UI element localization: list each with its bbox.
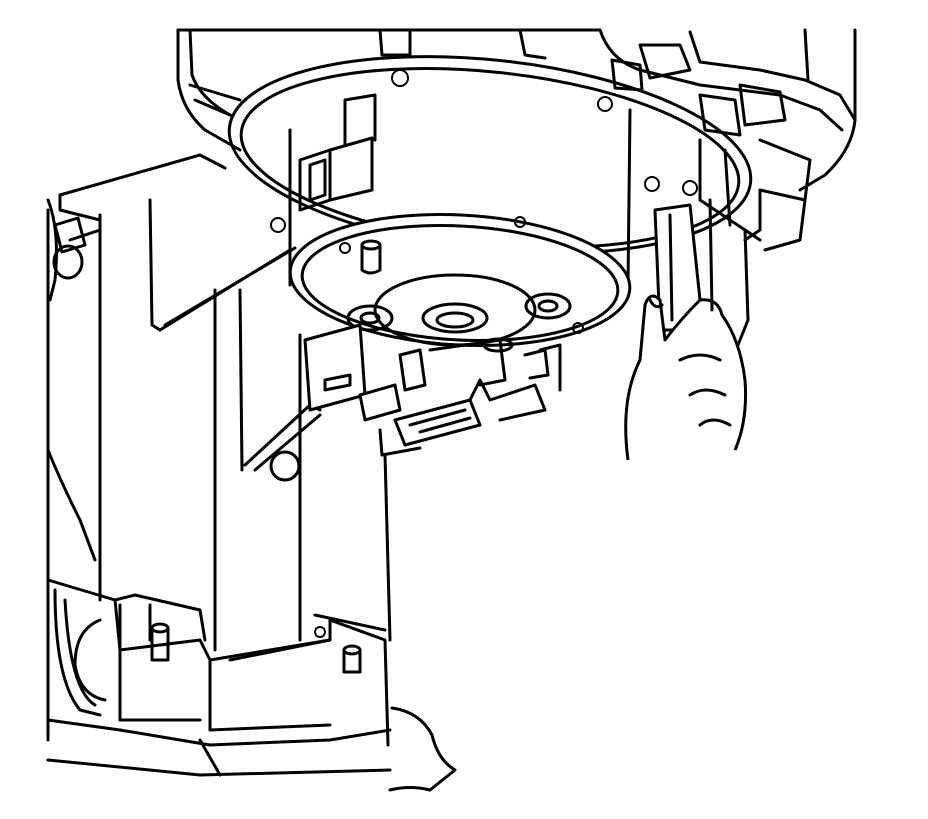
blower-motor-assembly — [288, 93, 632, 348]
lower-mounting-base — [46, 578, 392, 777]
electrical-connector — [303, 323, 562, 457]
hand-right — [624, 203, 748, 461]
hvac-module-case — [46, 153, 392, 742]
hand-lower — [388, 706, 457, 792]
hvac-module-right — [698, 138, 762, 347]
